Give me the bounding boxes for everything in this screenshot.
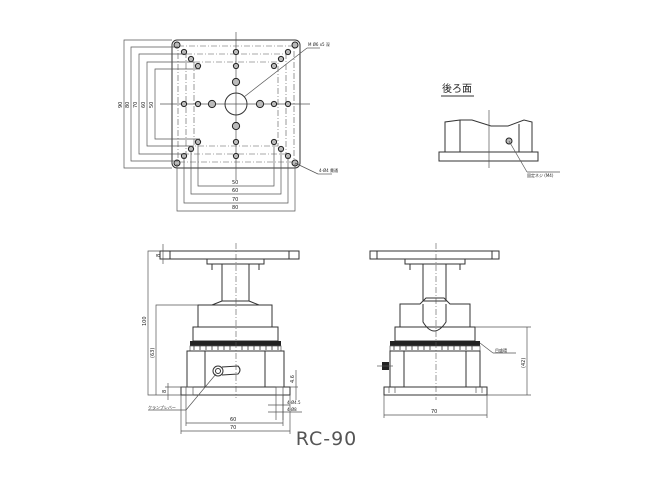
dim-50-h: 50 (232, 180, 238, 186)
dim-outer-width: 70 (230, 425, 236, 431)
dim-70-h: 70 (232, 197, 238, 203)
dim-hole-1: 4-Ø4.5 (287, 400, 301, 405)
dim-80-h: 80 (232, 205, 238, 211)
dim-60-h: 60 (232, 188, 238, 194)
dim-80: 80 (125, 102, 131, 108)
dim-60: 60 (141, 102, 147, 108)
dim-inner-width: 60 (230, 417, 236, 423)
dim-50: 50 (149, 102, 155, 108)
front-view: 8 100 (63) 8 4.6 4-Ø4.5 4-Ø8 60 70 クランプレ… (142, 243, 302, 434)
vertical-dimensions: 90 80 70 60 50 (118, 39, 200, 169)
dial-tick-marks (193, 346, 279, 350)
dim-right-height: 4.6 (290, 375, 296, 383)
callout-corner-hole: 4-Ø4 貫通 (319, 167, 338, 173)
dim-top-plate: 8 (156, 254, 162, 257)
dim-hole-2: 4-Ø8 (287, 407, 297, 412)
dim-90: 90 (118, 102, 124, 108)
side-view: (42) 70 目盛環 (369, 243, 531, 418)
top-view: 90 80 70 60 50 50 60 70 80 M Ø6 x5 深 4-Ø… (118, 32, 338, 212)
dim-total-height: 100 (142, 316, 148, 326)
callout-dial: 目盛環 (495, 347, 507, 353)
model-title: RC-90 (295, 428, 358, 450)
rear-callout: 固定ネジ (M4) (527, 172, 554, 178)
dim-side-width: 70 (431, 409, 437, 415)
rear-view-heading: 後ろ面 (442, 82, 472, 95)
dim-70: 70 (133, 102, 139, 108)
dim-side-height: (42) (521, 358, 527, 368)
dim-base-thickness: 8 (162, 390, 168, 393)
dim-body-height: (63) (150, 348, 156, 358)
rear-view: 後ろ面 固定ネジ (M4) (438, 82, 560, 178)
side-dial-tick-marks (393, 346, 473, 350)
horizontal-dimensions: 50 60 70 80 (176, 145, 296, 212)
callout-lever: クランプレバー (148, 404, 176, 410)
callout-center-hole: M Ø6 x5 深 (308, 41, 330, 47)
